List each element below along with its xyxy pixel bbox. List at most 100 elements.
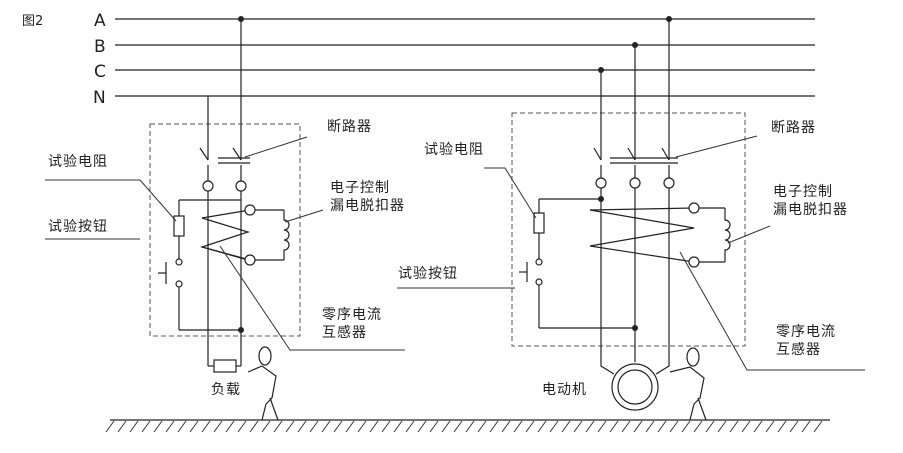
right-leader-breaker xyxy=(675,135,758,158)
ground-hatch-mark xyxy=(753,420,763,433)
left-breaker-terminal xyxy=(235,180,247,192)
right-test-junction-top xyxy=(598,196,604,202)
right-zero-sequence-ct xyxy=(589,209,695,263)
ground-hatch-mark xyxy=(573,420,583,433)
right-ct-label-2: 互感器 xyxy=(776,341,821,358)
ground-hatch-mark xyxy=(717,420,727,433)
ground-hatch-mark xyxy=(537,420,547,433)
ground-hatch-mark xyxy=(165,420,175,433)
ground-hatch-mark xyxy=(741,420,751,433)
ground-hatch-mark xyxy=(249,420,259,433)
ground-hatch-mark xyxy=(309,420,319,433)
left-leader-trip xyxy=(284,209,324,223)
right-junction-c xyxy=(598,67,604,73)
right-test-resistor-label: 试验电阻 xyxy=(424,142,484,158)
bus-label-b: B xyxy=(94,37,106,57)
ground-hatch-mark xyxy=(441,420,451,433)
ground-hatch-mark xyxy=(405,420,415,433)
load-symbol xyxy=(213,359,237,373)
ground-hatch-mark xyxy=(237,420,247,433)
left-test-button-label: 试验按钮 xyxy=(48,219,108,235)
left-person-icon xyxy=(247,346,279,421)
left-test-resistor xyxy=(173,215,185,237)
left-leader-breaker xyxy=(244,136,308,158)
figure-label: 图2 xyxy=(22,14,43,29)
right-ct-label-1: 零序电流 xyxy=(776,324,836,340)
ground-hatch-mark xyxy=(585,420,595,433)
right-trip-wire xyxy=(589,207,695,211)
left-trip-terminal xyxy=(244,254,256,266)
ground-hatch-mark xyxy=(477,420,487,433)
right-breaker-terminal xyxy=(595,177,607,189)
ground-hatch-mark xyxy=(393,420,403,433)
ground-hatch-mark xyxy=(429,420,439,433)
right-breaker-terminal xyxy=(663,177,675,189)
ground-hatch-mark xyxy=(765,420,775,433)
left-leader-resistor xyxy=(45,179,177,222)
right-breaker-contact xyxy=(593,147,602,161)
left-trip-label-2: 漏电脱扣器 xyxy=(330,198,405,214)
ground-hatch-mark xyxy=(381,420,391,433)
left-leader-ct xyxy=(219,245,405,351)
right-junction-a xyxy=(666,16,672,22)
right-conductor-a xyxy=(655,188,670,375)
ground-hatch-mark xyxy=(273,420,283,433)
ground-hatch-mark xyxy=(417,420,427,433)
ground-hatch-mark xyxy=(465,420,475,433)
left-test-button-contact xyxy=(175,258,183,266)
bus-label-a: A xyxy=(94,11,106,31)
left-breaker-terminal xyxy=(202,180,214,192)
ground-hatch-mark xyxy=(117,420,127,433)
right-breaker-terminal xyxy=(629,177,641,189)
ground-hatch-mark xyxy=(681,420,691,433)
right-leader-trip xyxy=(727,225,771,244)
left-junction-a xyxy=(238,16,244,22)
ground-hatch-mark xyxy=(705,420,715,433)
right-breaker-label: 断路器 xyxy=(771,120,816,136)
left-trip-terminal xyxy=(244,204,256,216)
right-test-button-contact xyxy=(535,278,543,286)
ground-hatch-mark xyxy=(201,420,211,433)
left-breaker-contact xyxy=(199,147,209,161)
ground-hatch-mark xyxy=(297,420,307,433)
right-circuit: 断路器 电子控制 漏电脱扣器 试验电阻 试验按钮 零序电流 互感器 电动机 xyxy=(397,16,865,421)
right-rcd-enclosure xyxy=(511,112,746,347)
left-ct-label-2: 互感器 xyxy=(322,324,367,341)
ground-hatch-mark xyxy=(225,420,235,433)
ground-hatch-mark xyxy=(501,420,511,433)
ground-hatch-mark xyxy=(549,420,559,433)
left-trip-coil xyxy=(283,210,290,260)
ground-hatch-mark xyxy=(153,420,163,433)
bus-label-c: C xyxy=(94,62,106,82)
ground-hatch-mark xyxy=(777,420,787,433)
left-trip-label-1: 电子控制 xyxy=(330,180,390,196)
ground-hatch-mark xyxy=(141,420,151,433)
right-trip-terminal xyxy=(688,256,700,268)
left-test-resistor-label: 试验电阻 xyxy=(48,154,108,170)
ground-hatch-mark xyxy=(489,420,499,433)
ground-hatch-mark xyxy=(345,420,355,433)
ground-hatch-mark xyxy=(813,420,823,433)
right-test-resistor xyxy=(533,212,545,234)
ground-hatch-mark xyxy=(645,420,655,433)
ground-hatch-mark xyxy=(129,420,139,433)
ground-hatch-mark xyxy=(657,420,667,433)
ground-hatch-mark xyxy=(261,420,271,433)
ground-hatch-mark xyxy=(213,420,223,433)
right-person-icon xyxy=(669,347,707,421)
ground-hatch-mark xyxy=(669,420,679,433)
ground-hatch-mark xyxy=(333,420,343,433)
ground-hatch-mark xyxy=(561,420,571,433)
ground-hatch-mark xyxy=(453,420,463,433)
ground-hatch-mark xyxy=(357,420,367,433)
load-label: 负载 xyxy=(211,382,241,398)
left-test-button-contact xyxy=(175,280,183,288)
left-ct-label-1: 零序电流 xyxy=(322,307,382,323)
ground-hatch-mark xyxy=(693,420,703,433)
right-leader-ct xyxy=(679,251,865,371)
ground-hatch-mark xyxy=(513,420,523,433)
left-trip-wire xyxy=(201,209,251,219)
right-test-button-contact xyxy=(535,258,543,266)
right-trip-coil xyxy=(724,208,731,262)
ground-hatch-mark xyxy=(525,420,535,433)
